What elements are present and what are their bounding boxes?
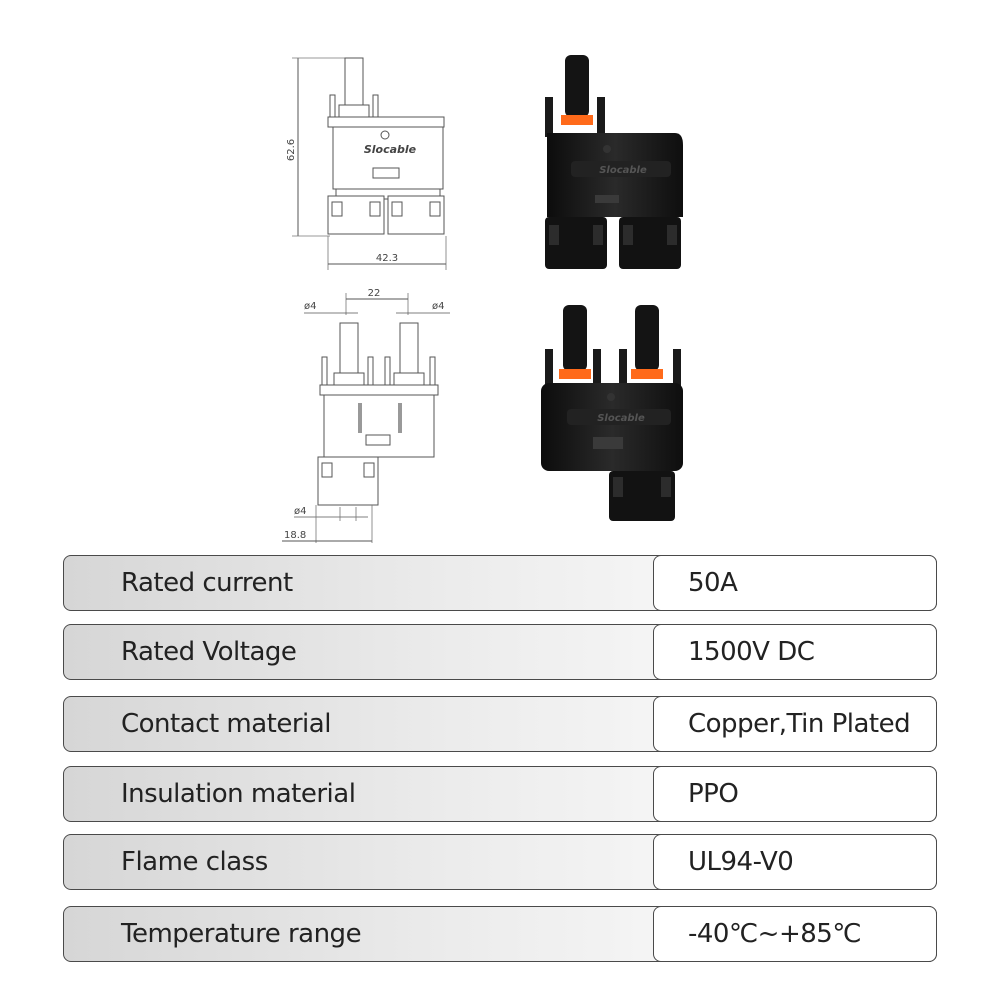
drawing-top-dimensions: 62.6 Slocable 42.3 [286, 57, 447, 270]
spec-value-cell: PPO [653, 766, 937, 822]
spec-value: 50A [688, 568, 738, 598]
spec-row-temperature-range: Temperature range -40℃~+85℃ [63, 906, 937, 962]
spec-value-cell: 50A [653, 555, 937, 611]
spec-row-rated-voltage: Rated Voltage 1500V DC [63, 624, 937, 680]
spec-value-cell: Copper,Tin Plated [653, 696, 937, 752]
spec-value-cell: 1500V DC [653, 624, 937, 680]
spec-value: 1500V DC [688, 637, 815, 667]
spec-value-cell: UL94-V0 [653, 834, 937, 890]
diameter-left-label: ø4 [304, 301, 316, 312]
product-photo-branch-connector-2-outputs: Slocable [545, 55, 683, 269]
spec-row-flame-class: Flame class UL94-V0 [63, 834, 937, 890]
spec-row-rated-current: Rated current 50A [63, 555, 937, 611]
brand-label-drawing: Slocable [364, 143, 417, 156]
spec-value: PPO [688, 779, 739, 809]
spec-value: Copper,Tin Plated [688, 709, 911, 739]
height-dimension-label: 62.6 [286, 139, 297, 161]
pitch-dimension-label: 22 [368, 288, 381, 299]
brand-label-photo-bottom: Slocable [597, 413, 645, 424]
spec-label: Temperature range [121, 919, 362, 949]
width-dimension-label: 42.3 [376, 253, 398, 264]
product-photo-branch-connector-2-inputs: Slocable [541, 305, 683, 521]
brand-label-photo-top: Slocable [599, 165, 647, 176]
offset-dimension-label: 18.8 [284, 530, 306, 541]
spec-label: Rated current [121, 568, 293, 598]
diameter-right-label: ø4 [432, 301, 444, 312]
spec-row-contact-material: Contact material Copper,Tin Plated [63, 696, 937, 752]
spec-row-insulation-material: Insulation material PPO [63, 766, 937, 822]
spec-value-cell: -40℃~+85℃ [653, 906, 937, 962]
drawing-bottom-dimensions: 22 ø4 ø4 ø4 18.8 [282, 288, 450, 543]
spec-label: Flame class [121, 847, 268, 877]
diameter-bottom-label: ø4 [294, 506, 306, 517]
spec-label: Insulation material [121, 779, 356, 809]
spec-label: Rated Voltage [121, 637, 297, 667]
spec-value: -40℃~+85℃ [688, 919, 862, 949]
spec-label: Contact material [121, 709, 331, 739]
spec-value: UL94-V0 [688, 847, 794, 877]
